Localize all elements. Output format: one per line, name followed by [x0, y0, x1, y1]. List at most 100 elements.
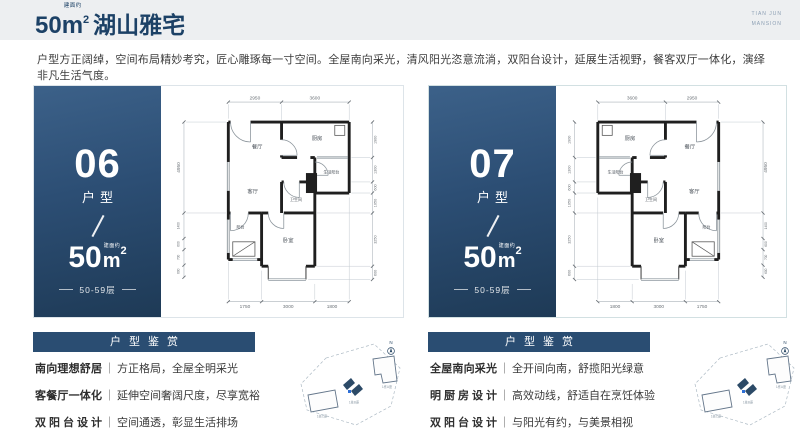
svg-text:卧室: 卧室	[283, 236, 294, 244]
feature-head: 客餐厅一体化	[35, 390, 102, 402]
feature-head: 双阳台设计	[35, 417, 102, 429]
svg-text:1栋B座: 1栋B座	[743, 400, 754, 405]
svg-text:700: 700	[177, 254, 181, 260]
slash-divider	[90, 214, 105, 238]
dash-line	[516, 289, 531, 290]
unit-area-number: 50	[68, 241, 102, 274]
svg-text:1300: 1300	[567, 166, 571, 174]
svg-text:3250: 3250	[567, 235, 571, 243]
svg-text:生活阳台: 生活阳台	[323, 169, 339, 175]
title-area-sup: 2	[83, 14, 90, 26]
svg-text:1300: 1300	[374, 166, 378, 174]
unit-area-sup: 2	[515, 245, 522, 257]
feature-divider: ｜	[499, 363, 510, 375]
feature-item: 全屋南向采光｜全开间向南，舒揽阳光绿意	[430, 360, 655, 376]
title-area-number: 50	[35, 12, 62, 39]
feature-divider: ｜	[104, 390, 115, 402]
svg-text:600: 600	[374, 270, 378, 276]
unit-number: 06	[74, 142, 121, 186]
svg-text:1800: 1800	[610, 304, 621, 310]
svg-text:餐厅: 餐厅	[685, 143, 696, 151]
svg-text:客厅: 客厅	[247, 187, 258, 195]
svg-text:1900: 1900	[567, 136, 571, 144]
feature-desc: 全开间向南，舒揽阳光绿意	[512, 363, 644, 375]
brand-logo-line2: MANSION	[751, 20, 782, 27]
feature-desc: 高效动线，舒适自在烹饪体验	[512, 390, 655, 402]
svg-text:600: 600	[177, 268, 181, 274]
svg-text:1栋C座: 1栋C座	[711, 414, 722, 419]
svg-text:600: 600	[567, 270, 571, 276]
feature-item: 双阳台设计｜空间通透，彰显生活排场	[35, 414, 260, 430]
feature-desc: 空间通透，彰显生活排场	[117, 417, 238, 429]
feature-head: 全屋南向采光	[430, 363, 497, 375]
svg-text:客厅: 客厅	[689, 187, 700, 195]
svg-text:3000: 3000	[283, 304, 294, 310]
feature-list: 南向理想舒居｜方正格局，全屋全明采光 客餐厅一体化｜延伸空间奢阔尺度，尽享宽裕 …	[35, 360, 260, 431]
feature-divider: ｜	[499, 417, 510, 429]
svg-text:1900: 1900	[374, 136, 378, 144]
unit-area-note: 建面约	[103, 243, 121, 249]
feature-item: 双阳台设计｜与阳光有约，与美景相视	[430, 414, 655, 430]
svg-text:厨房: 厨房	[625, 134, 636, 142]
feature-divider: ｜	[104, 363, 115, 375]
svg-text:1400: 1400	[177, 222, 181, 229]
brand-logo: TIAN JUN MANSION	[752, 10, 783, 29]
svg-text:1400: 1400	[764, 222, 768, 229]
feature-desc: 延伸空间奢阔尺度，尽享宽裕	[117, 390, 260, 402]
svg-text:600: 600	[764, 241, 768, 247]
floor-plan-06: 2950 3600 1750 3000 1800 4950 1400 600 700 600 190…	[176, 96, 378, 310]
svg-text:3600: 3600	[627, 96, 638, 102]
svg-text:厨房: 厨房	[312, 134, 323, 142]
svg-text:1750: 1750	[240, 304, 251, 310]
title-area-note: 建面约	[63, 3, 82, 9]
feature-head: 双阳台设计	[430, 417, 497, 429]
feature-desc: 与阳光有约，与美景相视	[512, 417, 633, 429]
svg-text:N: N	[389, 340, 392, 345]
site-map: N 1栋A座 1栋B座 1栋C座	[694, 340, 795, 426]
svg-text:600: 600	[374, 184, 378, 190]
unit-area-note: 建面约	[498, 243, 516, 249]
dash-line	[121, 289, 136, 290]
svg-text:2950: 2950	[250, 96, 261, 102]
svg-text:3250: 3250	[374, 235, 378, 243]
floor-range: 50-59层	[34, 284, 161, 296]
svg-text:3000: 3000	[654, 304, 665, 310]
svg-text:600: 600	[177, 241, 181, 247]
section-title-bar: 户型鉴赏	[33, 332, 255, 352]
svg-text:卫生间: 卫生间	[290, 196, 302, 202]
svg-text:N: N	[783, 340, 786, 345]
svg-text:1750: 1750	[697, 304, 708, 310]
svg-text:1栋B座: 1栋B座	[349, 400, 360, 405]
svg-text:4950: 4950	[763, 162, 769, 173]
dash-line	[59, 289, 74, 290]
feature-item: 南向理想舒居｜方正格局，全屋全明采光	[35, 360, 260, 376]
svg-text:1050: 1050	[567, 199, 571, 207]
svg-text:1800: 1800	[327, 304, 338, 310]
feature-list: 全屋南向采光｜全开间向南，舒揽阳光绿意 明厨房设计｜高效动线，舒适自在烹饪体验 …	[430, 360, 655, 431]
feature-divider: ｜	[499, 390, 510, 402]
svg-text:4950: 4950	[176, 162, 182, 173]
svg-text:3600: 3600	[310, 96, 321, 102]
feature-head: 南向理想舒居	[35, 363, 102, 375]
unit-area-sup: 2	[120, 245, 127, 257]
svg-text:餐厅: 餐厅	[252, 143, 263, 151]
unit-type-label: 户型	[476, 190, 513, 205]
feature-divider: ｜	[104, 417, 115, 429]
svg-text:阳台: 阳台	[702, 224, 710, 230]
dash-line	[454, 289, 469, 290]
feature-item: 客餐厅一体化｜延伸空间奢阔尺度，尽享宽裕	[35, 387, 260, 403]
feature-item: 明厨房设计｜高效动线，舒适自在烹饪体验	[430, 387, 655, 403]
svg-text:卧室: 卧室	[653, 236, 664, 244]
svg-text:1栋A座: 1栋A座	[776, 384, 787, 389]
